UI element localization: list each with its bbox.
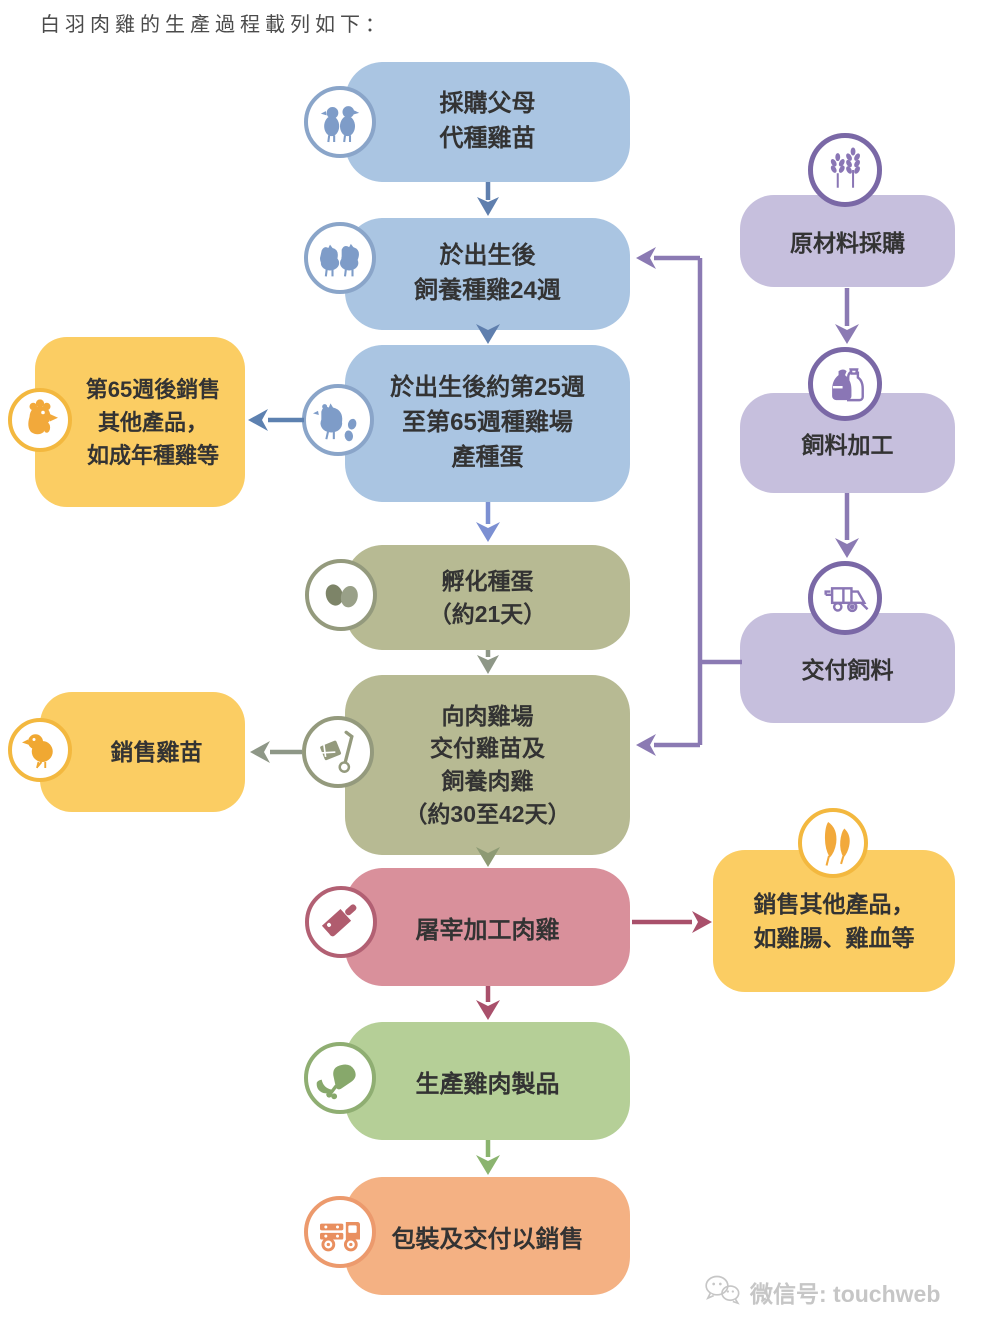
feed-box-raw-material-purchase: 原材料採購 [740, 195, 955, 287]
feathers-icon [798, 808, 868, 878]
two-chicks-icon [304, 86, 376, 158]
flow-box-hatch-eggs: 孵化種蛋 （約21天） [345, 545, 630, 650]
arrow-step1-step2 [477, 182, 499, 216]
handtruck-icon [302, 716, 374, 788]
arrow-step6-step7 [476, 986, 500, 1020]
hen-laying-eggs-icon [302, 384, 374, 456]
arrow-step5-sell-chicks [250, 741, 302, 763]
output-box-sell-byproducts: 銷售其他產品， 如雞腸、雞血等 [713, 850, 955, 992]
page-title: 白羽肉雞的生產過程載列如下： [40, 14, 390, 36]
arrow-step3-step4 [476, 502, 500, 542]
delivery-truck-icon [304, 1196, 376, 1268]
flow-box-raise-breeders-24weeks: 於出生後 飼養種雞24週 [345, 218, 630, 330]
breeder-hens-icon [304, 222, 376, 294]
arrow-step6-sell-byproducts [632, 911, 712, 933]
flow-box-lay-eggs-week25-65: 於出生後約第25週 至第65週種雞場 產種蛋 [345, 345, 630, 502]
wechat-icon [702, 1272, 742, 1312]
arrow-feed1-feed2 [835, 288, 859, 344]
feed-box-feed-delivery: 交付飼料 [740, 613, 955, 723]
arrow-step7-step8 [476, 1140, 500, 1175]
rooster-icon [8, 388, 72, 452]
flow-box-purchase-parent-chicks: 採購父母 代種雞苗 [345, 62, 630, 182]
flow-box-pack-deliver-sale: 包裝及交付以銷售 [345, 1177, 630, 1295]
arrow-step4-step5 [477, 650, 499, 674]
watermark-text: 微信号: touchweb [750, 1281, 941, 1307]
arrow-feed2-feed3 [835, 493, 859, 558]
flow-box-deliver-raise-broilers: 向肉雞場 交付雞苗及 飼養肉雞 （約30至42天） [345, 675, 630, 855]
chick-icon [8, 718, 72, 782]
cleaver-icon [305, 886, 377, 958]
watermark: 微信号: touchweb [702, 1272, 940, 1312]
wheat-icon [808, 133, 882, 207]
feed-bags-icon [808, 347, 882, 421]
connector-feed-delivery [636, 247, 742, 756]
output-box-sell-chicks: 銷售雞苗 [40, 692, 245, 812]
chicken-meat-icon [304, 1042, 376, 1114]
flow-box-slaughter-process: 屠宰加工肉雞 [345, 868, 630, 986]
feed-truck-icon [808, 561, 882, 635]
flow-box-produce-chicken-products: 生產雞肉製品 [345, 1022, 630, 1140]
eggs-icon [305, 559, 377, 631]
arrow-step3-sell-adult [248, 409, 304, 431]
